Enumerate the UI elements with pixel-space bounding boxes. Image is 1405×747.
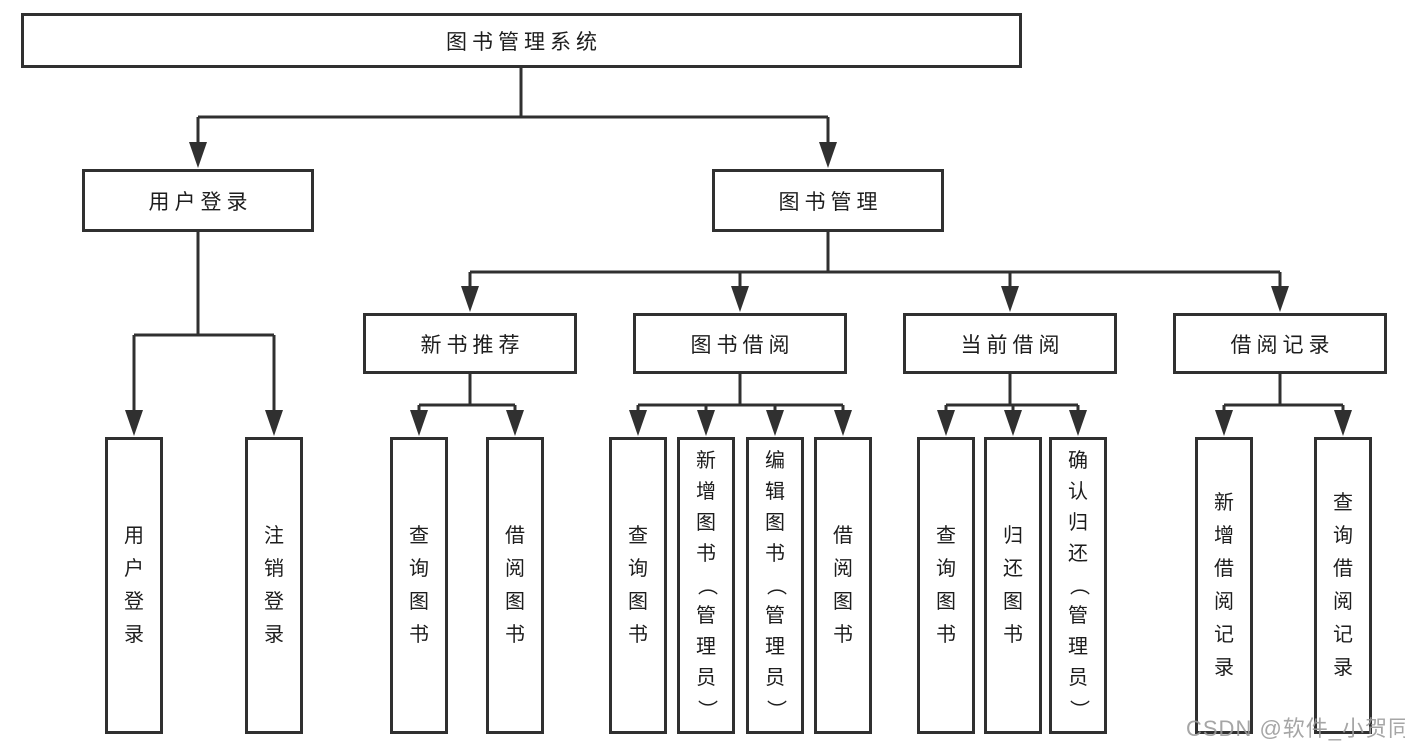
leaf-confirm-return-admin: 确认归还（管理员） [1049,437,1107,734]
csdn-watermark: CSDN @软件_小贺同学 [1186,716,1405,741]
node-book-management: 图书管理 [712,169,944,232]
node-borrowing-records: 借阅记录 [1173,313,1387,374]
leaf-user-login: 用户登录 [105,437,163,734]
leaf-logout: 注销登录 [245,437,303,734]
node-new-book-recommend: 新书推荐 [363,313,577,374]
leaf-query-books-current: 查询图书 [917,437,975,734]
node-library-system: 图书管理系统 [21,13,1022,68]
leaf-borrow-books: 借阅图书 [814,437,872,734]
leaf-add-book-admin: 新增图书（管理员） [677,437,735,734]
leaf-query-books-borrowing: 查询图书 [609,437,667,734]
leaf-edit-book-admin: 编辑图书（管理员） [746,437,804,734]
node-user-login: 用户登录 [82,169,314,232]
leaf-borrow-books-recommend: 借阅图书 [486,437,544,734]
node-current-borrowing: 当前借阅 [903,313,1117,374]
node-book-borrowing: 图书借阅 [633,313,847,374]
leaf-add-borrow-record: 新增借阅记录 [1195,437,1253,734]
leaf-query-borrow-record: 查询借阅记录 [1314,437,1372,734]
leaf-return-books: 归还图书 [984,437,1042,734]
leaf-query-books-recommend: 查询图书 [390,437,448,734]
